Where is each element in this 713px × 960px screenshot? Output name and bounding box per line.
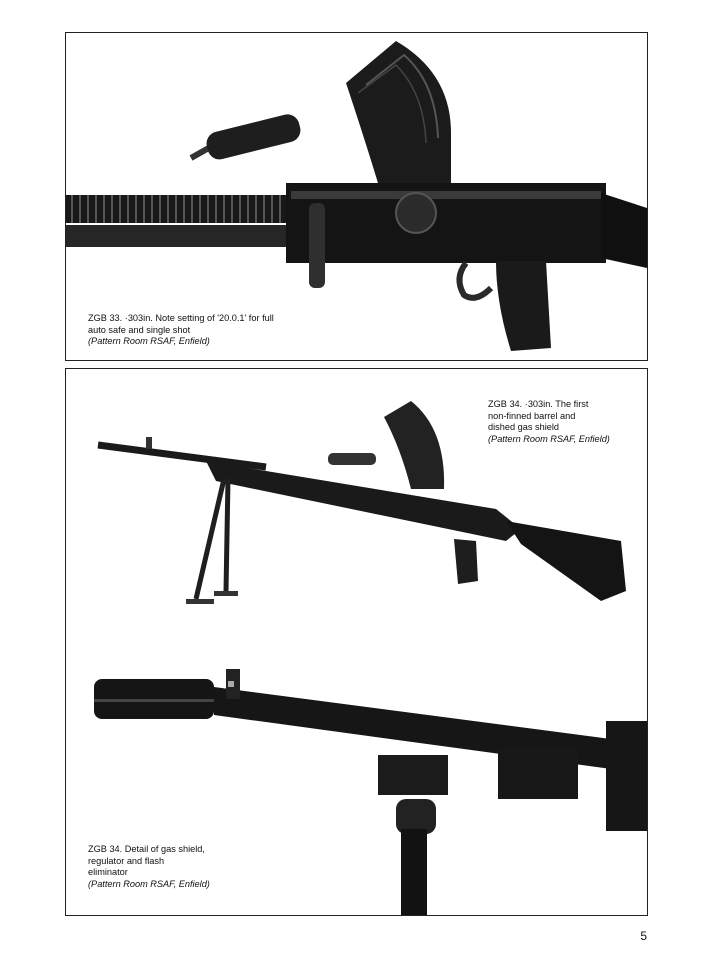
photo-frame-zgb33: ZGB 33. ·303in. Note setting of '20.0.1'…: [65, 32, 648, 361]
caption-line: regulator and flash: [88, 855, 165, 866]
caption-line: non-finned barrel and: [488, 410, 576, 421]
photo-zgb34-full-gun: [97, 401, 626, 604]
caption-line: eliminator: [88, 867, 128, 877]
caption-line: ZGB 34. ·303in. The first: [488, 399, 589, 409]
photo-frame-zgb34: ZGB 34. ·303in. The first non-finned bar…: [65, 368, 648, 916]
caption-zgb34-full: ZGB 34. ·303in. The first non-finned bar…: [488, 399, 638, 445]
caption-line: ZGB 33. ·303in. Note setting of '20.0.1'…: [88, 313, 274, 323]
photo-zgb33-receiver: [66, 41, 647, 351]
caption-credit: (Pattern Room RSAF, Enfield): [88, 878, 210, 889]
caption-line: ZGB 34. Detail of gas shield,: [88, 844, 205, 854]
caption-zgb34-detail: ZGB 34. Detail of gas shield, regulator …: [88, 844, 248, 890]
caption-credit: (Pattern Room RSAF, Enfield): [488, 433, 610, 444]
page-number: 5: [640, 929, 647, 943]
caption-line: auto safe and single shot: [88, 324, 191, 335]
caption-line: dished gas shield: [488, 422, 559, 432]
caption-credit: (Pattern Room RSAF, Enfield): [88, 336, 210, 346]
caption-zgb33: ZGB 33. ·303in. Note setting of '20.0.1'…: [88, 313, 318, 348]
